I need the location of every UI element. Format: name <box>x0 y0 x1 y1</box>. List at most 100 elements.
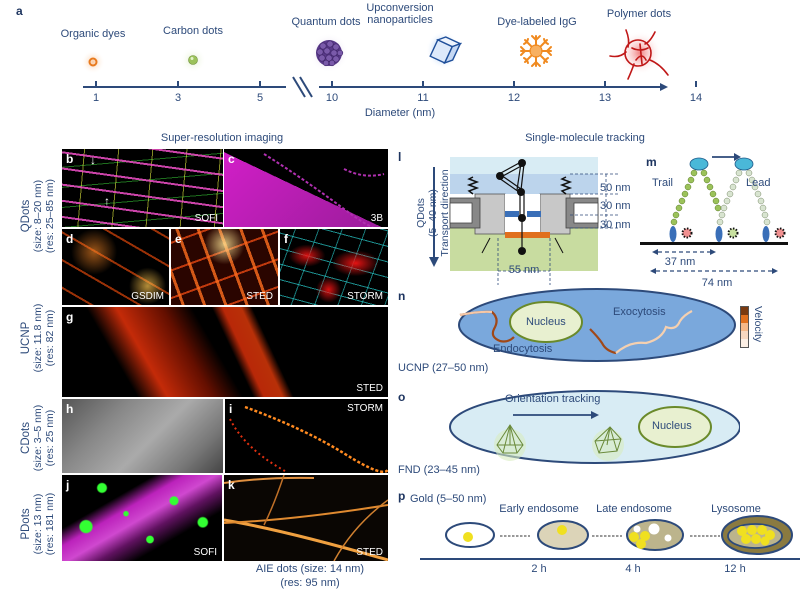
time-4h: 4 h <box>625 563 641 575</box>
arrow-up-icon: ↑ <box>104 194 110 208</box>
size-scale-diagram <box>81 29 697 98</box>
panel-c-filaments <box>263 153 388 227</box>
quantum-dot-icon <box>309 33 349 73</box>
myosin-walking-diagram <box>640 153 788 255</box>
label-carbon-dots: Carbon dots <box>163 25 223 37</box>
foot-3 <box>762 226 770 242</box>
row-label-ucnp: UCNP (size: 11.8 nm) (res: 82 nm) <box>20 303 56 373</box>
panel-n-label: n <box>398 289 406 303</box>
panel-b-tag: SOFI <box>194 213 218 224</box>
aie-caption-line2: (res: 95 nm) <box>280 577 340 589</box>
orientation-tracking-label: Orientation tracking <box>505 393 601 405</box>
arrow-down-icon: ↓ <box>90 153 96 167</box>
super-resolution-title: Super-resolution imaging <box>160 132 284 144</box>
panel-c-3b-image: c 3B <box>224 149 388 227</box>
panel-d-gsdim-image: d GSDIM <box>62 229 169 305</box>
stage-early-endosome: Early endosome <box>499 503 579 515</box>
myosin-head-left <box>689 157 709 171</box>
panel-i-tag: STORM <box>347 403 383 414</box>
foot-2 <box>715 226 723 242</box>
axis-break-mark <box>292 76 306 98</box>
vesicle-late-endosome <box>626 519 684 551</box>
velocity-legend <box>740 306 749 348</box>
velocity-legend-title: Velocity <box>752 306 764 343</box>
dye-labeled-igg-icon <box>520 35 552 67</box>
panel-o-label: o <box>398 390 406 404</box>
lead-label: Lead <box>746 177 771 189</box>
time-12h: 12 h <box>724 563 746 575</box>
panel-d-letter: d <box>66 232 74 246</box>
panel-k-sted-image: k STED <box>224 475 388 561</box>
dim-55nm: 55 nm <box>508 264 540 276</box>
panel-k-tag: STED <box>356 547 383 558</box>
aie-caption-line1: AIE dots (size: 14 nm) <box>255 563 365 575</box>
tick-label-1: 1 <box>92 92 100 104</box>
velocity-swatch-1 <box>741 307 748 315</box>
panel-g-tag: STED <box>356 383 383 394</box>
dim-30nm-lower: 30 nm <box>600 219 631 231</box>
panel-i-storm-image: i STORM <box>225 399 388 473</box>
label-nanoparticles: nanoparticles <box>367 14 433 26</box>
panel-h-letter: h <box>66 402 74 416</box>
ucnp-cell-diagram <box>458 288 736 362</box>
endocytosis-label: Endocytosis <box>493 343 553 355</box>
label-polymer-dots: Polymer dots <box>606 8 672 20</box>
panel-a-label: a <box>16 4 23 18</box>
nanodiamond-icon-2 <box>592 426 624 461</box>
label-upconversion: Upconversion <box>366 2 434 14</box>
organic-dye-icon <box>81 50 105 74</box>
fnd-cell-diagram <box>449 390 740 464</box>
ucnp-icon <box>426 31 463 69</box>
panel-i-letter: i <box>229 402 233 416</box>
step-37nm: 37 nm <box>664 256 696 268</box>
step-74nm-arrow <box>650 268 778 274</box>
panel-e-tag: STED <box>246 291 273 302</box>
label-dye-labeled-igg: Dye-labeled IgG <box>497 16 577 28</box>
nanodiamond-icon-1 <box>494 424 526 461</box>
exocytosis-label: Exocytosis <box>613 306 666 318</box>
panel-c-letter: c <box>228 152 235 166</box>
fnd-caption: FND (23–45 nm) <box>398 464 480 476</box>
row-label-cdots: CDots (size: 3–5 nm) (res: 25 nm) <box>20 404 56 472</box>
panel-c-tag: 3B <box>370 213 383 224</box>
stage-lysosome: Lysosome <box>711 503 761 515</box>
panel-f-tag: STORM <box>347 291 383 302</box>
panel-m-label: m <box>646 155 657 169</box>
single-molecule-title: Single-molecule tracking <box>525 132 645 144</box>
velocity-swatch-2 <box>741 315 748 323</box>
vesicle-lysosome <box>721 515 793 555</box>
panel-f-storm-image: f STORM <box>280 229 388 305</box>
label-organic-dyes: Organic dyes <box>60 28 126 40</box>
panel-g-sted-image: g STED <box>62 307 388 397</box>
panel-l-label: l <box>398 150 402 164</box>
tick-label-13: 13 <box>598 92 612 104</box>
exocytosis-track <box>589 328 617 355</box>
panel-j-sofi-image: j SOFI <box>62 475 222 561</box>
panel-k-filaments <box>224 475 388 561</box>
carbon-dot-icon <box>180 47 206 73</box>
myosin-head-right <box>734 157 754 171</box>
panel-f-letter: f <box>284 232 288 246</box>
dim-50nm: 50 nm <box>600 182 631 194</box>
vesicle-early-endosome <box>537 520 589 550</box>
polymer-dot-icon <box>609 29 669 80</box>
panel-k-letter: k <box>228 478 235 492</box>
panel-d-tag: GSDIM <box>131 291 164 302</box>
panel-j-letter: j <box>66 478 70 492</box>
tick-label-10: 10 <box>325 92 339 104</box>
axis-title: Diameter (nm) <box>364 107 436 119</box>
nucleus-o <box>638 406 712 448</box>
panel-b-letter: b <box>66 152 74 166</box>
vesicle-initial <box>445 522 495 548</box>
panel-e-letter: e <box>175 232 182 246</box>
row-label-pdots: PDots (size: 13 nm) (res: 181 nm) <box>20 492 56 556</box>
panel-j-tag: SOFI <box>193 547 217 558</box>
velocity-swatch-3 <box>741 323 748 331</box>
panel-b-sofi-image: b ↓ ↑ SOFI <box>62 149 223 227</box>
row-label-qdots: QDots (size: 8–20 nm) (res: 25–85 nm) <box>20 178 56 254</box>
time-2h: 2 h <box>531 563 547 575</box>
axis-arrowhead <box>660 83 668 91</box>
gold-title: Gold (5–50 nm) <box>410 493 487 505</box>
velocity-swatch-4 <box>741 331 748 339</box>
foot-1 <box>669 226 677 242</box>
